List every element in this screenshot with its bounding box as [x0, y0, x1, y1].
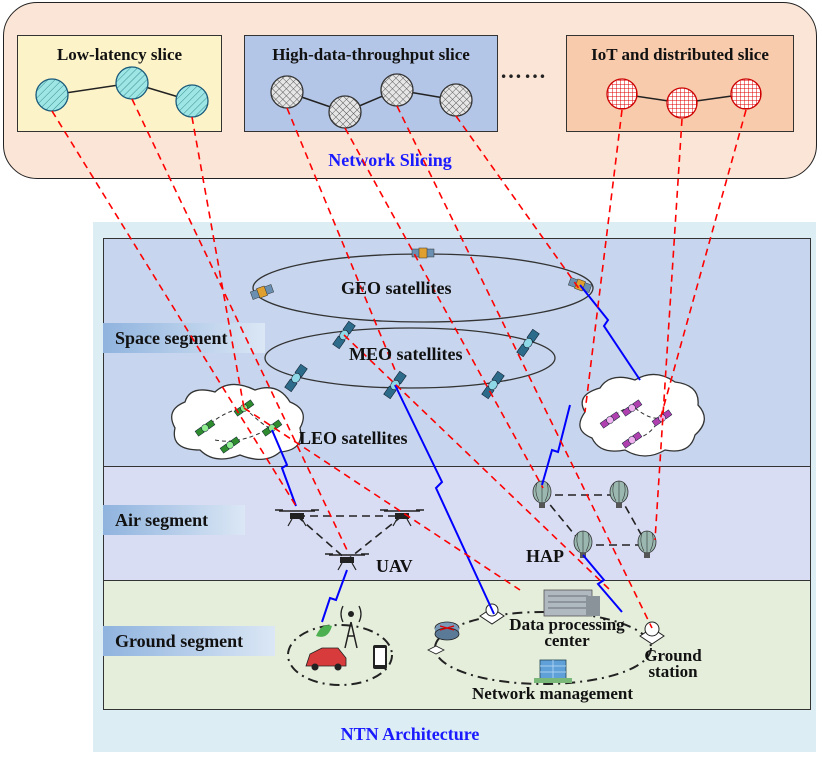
high-throughput-slice-label: High-data-throughput slice — [272, 45, 470, 64]
low-latency-slice-nodes — [35, 66, 209, 118]
uav-drone-icon — [324, 553, 370, 571]
hap-balloon-icon — [637, 530, 657, 559]
ntn-architecture-title: NTN Architecture — [340, 724, 480, 744]
slice-mapping-links — [51, 98, 747, 629]
router-icon — [434, 621, 460, 641]
leo-cloud-left — [171, 383, 304, 460]
user-terminal-cluster — [287, 624, 393, 686]
hap-balloon-icon — [532, 480, 552, 509]
cell-tower-icon — [340, 605, 362, 649]
core-network-ring — [434, 611, 652, 685]
more-slices-ellipsis: …… — [500, 58, 548, 83]
leo-satellites-label: LEO satellites — [299, 428, 408, 448]
ground-segment-label: Ground segment — [103, 626, 275, 656]
network-management-building-icon — [534, 659, 572, 683]
hap-label: HAP — [526, 546, 564, 566]
car-icon — [305, 625, 347, 671]
smartphone-icon — [373, 645, 387, 669]
uav-drone-icon — [379, 509, 425, 527]
network-management-label: Network management — [472, 684, 633, 703]
space-segment-label: Space segment — [103, 323, 265, 353]
ground-station-label: Ground station — [644, 646, 702, 681]
data-center-building-icon — [543, 589, 600, 617]
uav-label: UAV — [376, 556, 413, 576]
leo-cloud-right — [579, 373, 705, 457]
iot-slice-nodes — [606, 78, 762, 119]
meo-satellites-label: MEO satellites — [349, 344, 463, 364]
meo-satellite-icon — [481, 370, 505, 400]
uav-drone-icon — [274, 509, 320, 527]
high-throughput-slice-nodes — [270, 73, 473, 129]
server-icon — [427, 645, 445, 655]
low-latency-slice-label: Low-latency slice — [56, 45, 183, 64]
hap-mesh-links — [541, 494, 648, 546]
hap-balloon-icon — [609, 480, 629, 509]
meo-orbit — [264, 327, 556, 389]
data-processing-center-label: Data processing center — [509, 615, 625, 650]
wireless-links — [271, 284, 641, 623]
air-segment-label: Air segment — [103, 505, 245, 535]
ground-station-antenna-icon — [639, 621, 665, 645]
geo-satellites-label: GEO satellites — [341, 278, 452, 298]
hap-balloon-icon — [573, 530, 593, 559]
uav-mesh-links — [296, 515, 403, 561]
iot-slice-label: IoT and distributed slice — [591, 45, 769, 64]
